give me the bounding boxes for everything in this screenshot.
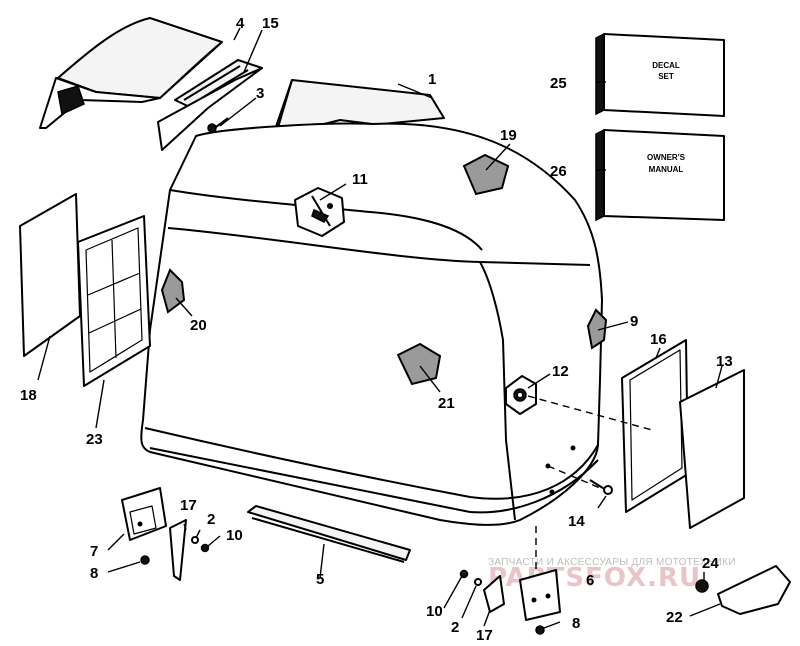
- manual-box-line2: MANUAL: [649, 165, 684, 174]
- callout-13: 13: [716, 353, 733, 370]
- part-16-side-grille: [621, 339, 689, 513]
- watermark-logo: PARTSFOX.RU: [488, 563, 701, 593]
- part-8-nut-right: [535, 625, 545, 635]
- part-9-grommet: [586, 308, 608, 350]
- part-17-clip: [169, 519, 187, 581]
- part-3-screw: [207, 117, 229, 133]
- part-25-decal-set-box: DECAL SET: [595, 32, 725, 117]
- callout-8: 8: [572, 615, 580, 632]
- callout-4: 4: [236, 15, 245, 32]
- part-17-clip-right: [483, 575, 505, 613]
- callout-21: 21: [438, 395, 455, 412]
- callout-1: 1: [428, 71, 436, 88]
- callout-10: 10: [426, 603, 443, 620]
- callout-5: 5: [316, 571, 324, 588]
- part-24-grommet: [695, 579, 709, 593]
- callout-20: 20: [190, 317, 207, 334]
- callout-17: 17: [180, 497, 197, 514]
- part-26-owners-manual-box: OWNER'S MANUAL: [595, 128, 725, 222]
- callout-23: 23: [86, 431, 103, 448]
- part-1-motor-cover: [140, 79, 603, 526]
- assembly-line-latch: [527, 395, 653, 431]
- part-10-screw-right: [459, 569, 469, 579]
- part-18-side-panel: [19, 193, 81, 357]
- part-10-screw: [200, 543, 210, 553]
- part-6-bracket: [519, 569, 561, 621]
- part-11-knob: [294, 187, 345, 237]
- part-23-side-grille: [77, 215, 151, 387]
- manual-box-line1: OWNER'S: [647, 153, 686, 162]
- callout-2: 2: [207, 511, 215, 528]
- decal-box-line1: DECAL: [652, 61, 680, 70]
- part-14-pin: [589, 479, 613, 495]
- decal-box-line2: SET: [658, 72, 674, 81]
- callout-26: 26: [550, 163, 567, 180]
- callout-14: 14: [568, 513, 585, 530]
- callout-10: 10: [226, 527, 243, 544]
- callout-11: 11: [352, 171, 368, 188]
- part-19-grommet: [462, 153, 510, 196]
- callout-19: 19: [500, 127, 517, 144]
- part-15-vent-grille: [157, 59, 263, 151]
- callout-9: 9: [630, 313, 638, 330]
- callout-25: 25: [550, 75, 567, 92]
- part-2-washer: [191, 536, 199, 544]
- part-8-nut: [140, 555, 150, 565]
- callout-8: 8: [90, 565, 98, 582]
- callout-17: 17: [476, 627, 493, 644]
- callout-15: 15: [262, 15, 279, 32]
- callout-12: 12: [552, 363, 569, 380]
- assembly-line-pin: [547, 465, 601, 489]
- part-21-grommet: [396, 342, 442, 386]
- callout-18: 18: [20, 387, 37, 404]
- callout-6: 6: [586, 572, 594, 589]
- callout-22: 22: [666, 609, 683, 626]
- part-22-block: [717, 565, 791, 615]
- watermark-subtitle: ЗАПЧАСТИ И АКСЕССУАРЫ ДЛЯ МОТОТЕХНИКИ: [488, 557, 736, 568]
- callout-2: 2: [451, 619, 459, 636]
- callout-3: 3: [256, 85, 264, 102]
- part-13-side-panel: [679, 369, 745, 529]
- part-2-washer-right: [474, 578, 482, 586]
- callout-numbers: 1 2 2 3 4 5 6 7 8 8 9 10 10 11 12 13 14 …: [20, 15, 733, 644]
- callout-16: 16: [650, 331, 667, 348]
- part-4-hood-cap: [39, 17, 223, 129]
- part-12-latch: [505, 375, 537, 415]
- callout-24: 24: [702, 555, 719, 572]
- leader-lines: [37, 27, 723, 629]
- callout-7: 7: [90, 543, 98, 560]
- part-5-seal: [247, 505, 411, 563]
- part-7-bracket: [121, 487, 167, 541]
